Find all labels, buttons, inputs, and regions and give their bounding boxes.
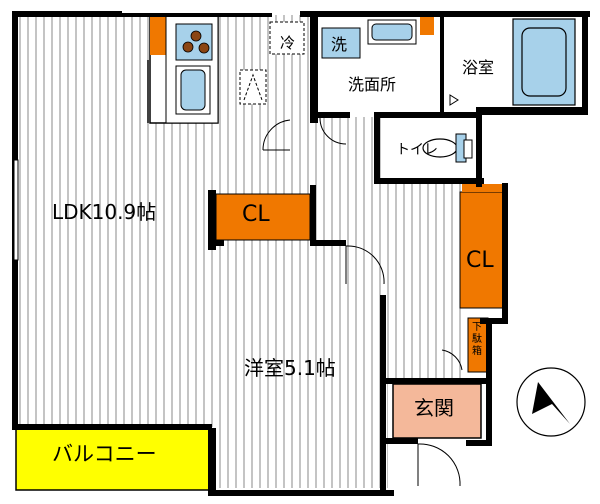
entrance (392, 383, 482, 439)
shoebox-label: 下駄箱 (472, 322, 482, 357)
sink-icon (367, 19, 417, 45)
washroom-label: 洗面所 (348, 75, 397, 94)
walls (12, 11, 590, 496)
bathroom (512, 18, 576, 106)
doors (262, 117, 463, 487)
fridge-space: 冷 (269, 21, 305, 55)
kitchen-closet (150, 15, 166, 55)
toilet-label: トイレ (396, 142, 438, 158)
north-arrow-icon (516, 367, 586, 437)
ldk-label: LDK10.9帖 (52, 200, 157, 224)
closet-b (459, 191, 505, 309)
toilet-icon (422, 133, 473, 163)
balcony (15, 427, 211, 491)
closet-b-top (462, 184, 504, 192)
washer-label: 洗 (331, 35, 347, 54)
washer-space (321, 27, 361, 59)
closet-b-label: CL (466, 248, 494, 273)
washroom: 洗 (321, 15, 459, 106)
closet-a-label: CL (242, 202, 270, 227)
balcony-label: バルコニー (52, 442, 157, 466)
fridge-label: 冷 (280, 34, 295, 52)
sink-icon (175, 65, 211, 115)
western-room-label: 洋室5.1帖 (244, 356, 336, 380)
bath-label: 浴室 (462, 58, 495, 77)
stove-burners-icon (175, 23, 213, 61)
kitchen (147, 14, 219, 124)
entrance-label: 玄関 (414, 396, 454, 420)
